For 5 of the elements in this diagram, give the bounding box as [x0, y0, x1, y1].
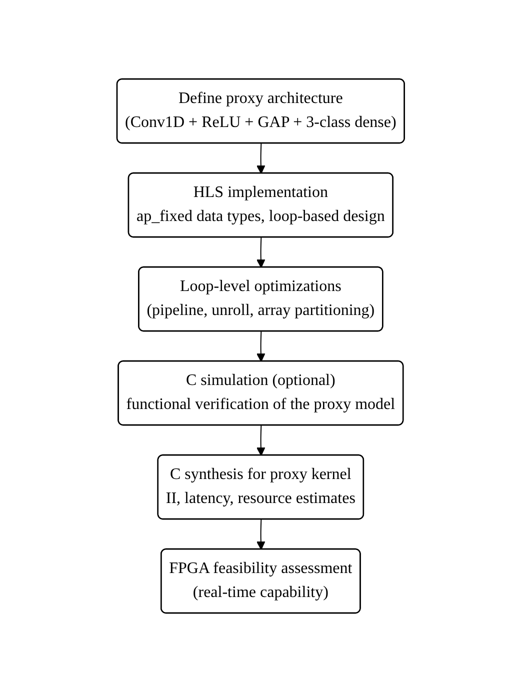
- arrow: [256, 236, 266, 268]
- arrow: [256, 330, 266, 362]
- arrow: [256, 142, 266, 174]
- arrow: [256, 518, 266, 550]
- arrow: [256, 424, 266, 456]
